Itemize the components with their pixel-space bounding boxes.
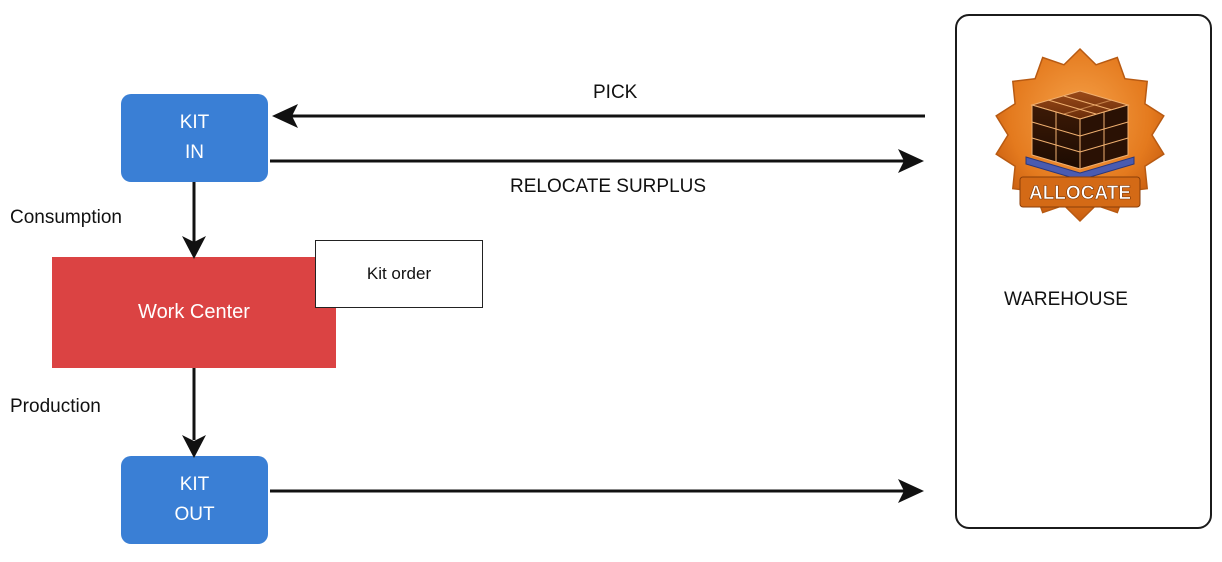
kit-in-node: KIT IN [121,94,268,182]
warehouse-label: WAREHOUSE [1004,289,1128,310]
kit-in-line2: IN [185,142,204,163]
kit-out-to-warehouse-arrow [270,479,924,503]
pick-label: PICK [593,82,638,103]
pallet-boxes-icon [1025,90,1135,181]
work-center-label: Work Center [138,301,250,323]
kit-order-node: Kit order [315,240,483,308]
kit-out-line2: OUT [174,504,215,525]
production-arrow [182,368,206,458]
kit-out-node: KIT OUT [121,456,268,544]
kit-in-line1: KIT [179,112,210,133]
consumption-label: Consumption [10,207,122,228]
work-center-node: Work Center [52,257,336,368]
production-label: Production [10,396,101,417]
relocate-surplus-label: RELOCATE SURPLUS [510,176,707,197]
kit-order-label: Kit order [366,264,432,283]
kit-out-line1: KIT [179,474,210,495]
pick-arrow [272,104,925,128]
allocate-badge-icon: ALLOCATE [995,47,1165,223]
consumption-arrow [182,182,206,259]
allocate-logo-text: ALLOCATE [1029,183,1131,204]
relocate-surplus-arrow [270,149,924,173]
